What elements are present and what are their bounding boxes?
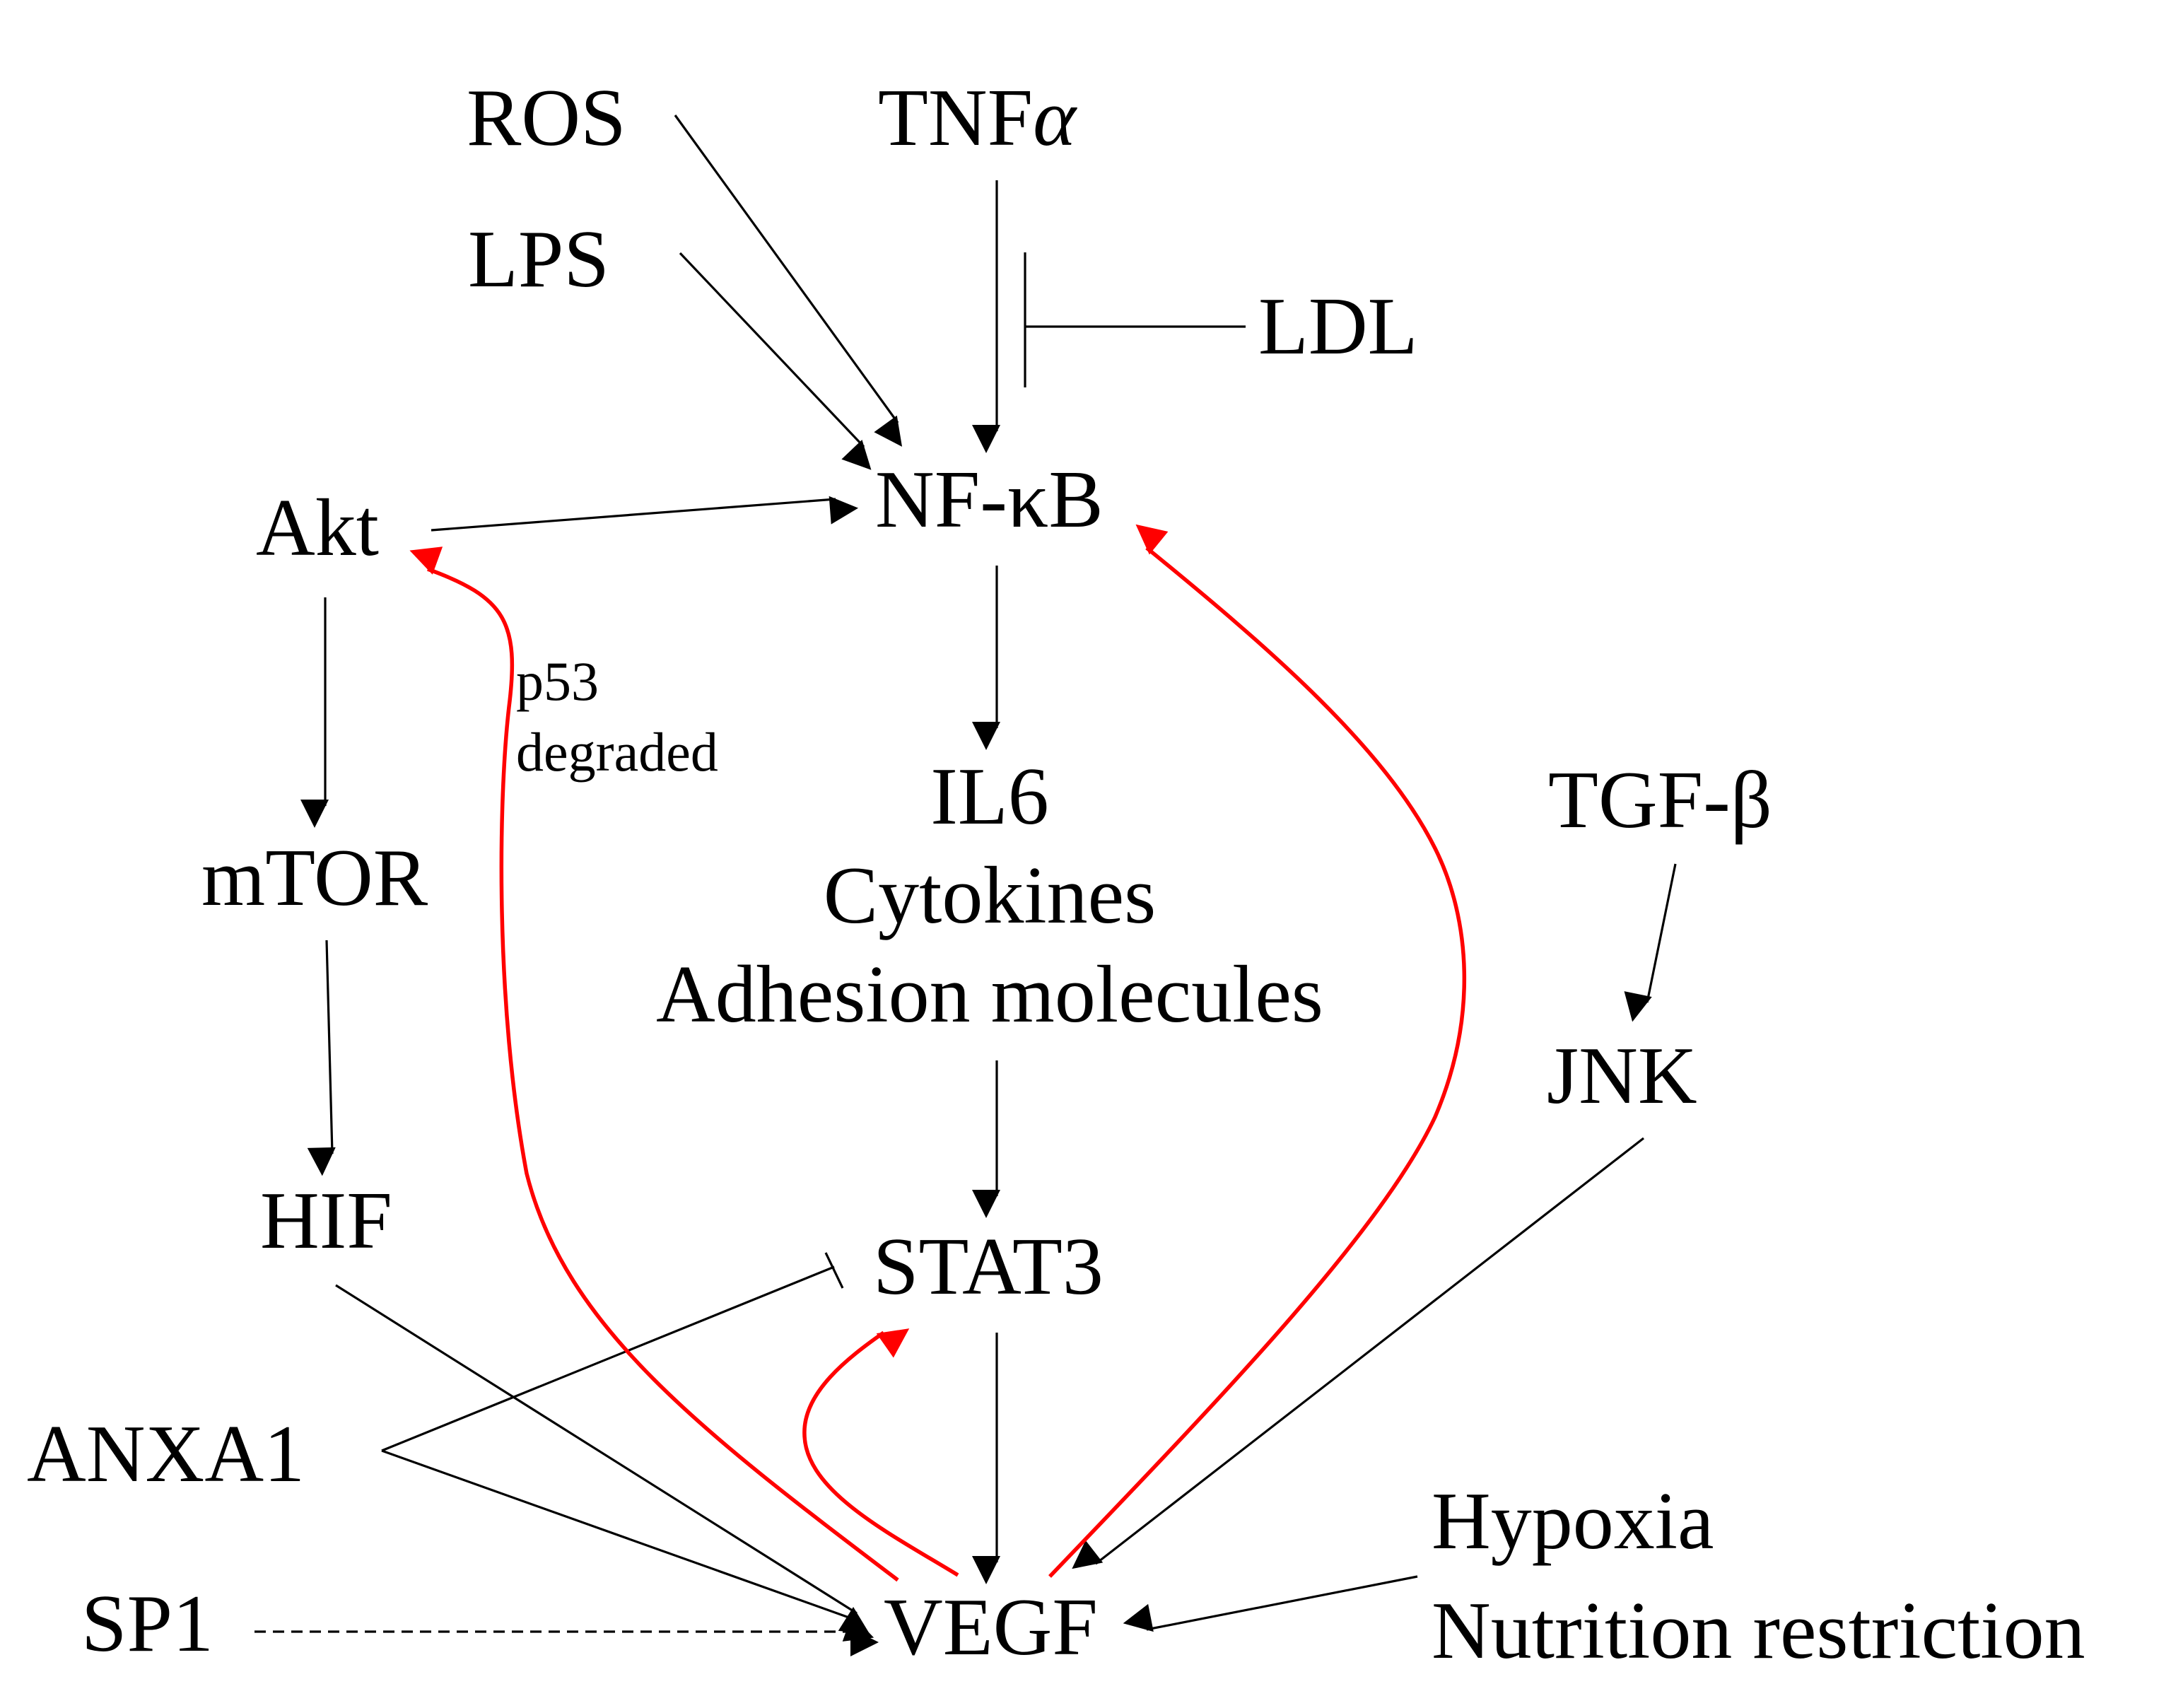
node-cytokines: Cytokines <box>824 850 1156 941</box>
node-sp1: SP1 <box>81 1579 213 1669</box>
node-ldl: LDL <box>1258 281 1418 372</box>
node-tgfb: TGF-β <box>1548 755 1772 846</box>
node-tnfa-greek: α <box>1033 73 1077 163</box>
node-vegf: VEGF <box>884 1582 1098 1673</box>
node-nutrition-restriction: Nutrition restriction <box>1432 1586 2085 1676</box>
edge-hif-vegf <box>335 1284 870 1634</box>
node-nfkb: NF-κB <box>875 455 1104 545</box>
edge-tgfb-jnk <box>1624 863 1677 1022</box>
node-mtor: mTOR <box>201 833 428 923</box>
edge-anxa1-stat3 <box>381 1265 835 1452</box>
node-tnfa: TNFα <box>878 73 1077 163</box>
edge-anxa1-stat3-bar <box>824 1252 844 1289</box>
node-ros: ROS <box>467 73 626 163</box>
node-hif: HIF <box>260 1176 392 1266</box>
edge-anxa1-vegf <box>381 1449 874 1642</box>
node-akt: Akt <box>256 483 379 573</box>
node-il6: IL6 <box>930 751 1049 842</box>
node-anxa1: ANXA1 <box>27 1409 305 1499</box>
node-jnk: JNK <box>1547 1031 1697 1121</box>
edge-vegf-stat3-feedback <box>802 1328 959 1577</box>
edge-vegf-nfkb-feedback <box>1048 524 1467 1578</box>
node-lps: LPS <box>468 214 609 305</box>
node-adhesion-molecules: Adhesion molecules <box>656 949 1323 1040</box>
node-tnfa-prefix: TNF <box>878 73 1033 163</box>
node-hypoxia: Hypoxia <box>1432 1476 1714 1567</box>
edge-hypoxia-vegf <box>1123 1575 1418 1632</box>
node-stat3: STAT3 <box>873 1222 1104 1312</box>
edge-lps-nfkb <box>679 252 872 470</box>
edge-akt-nfkb <box>431 496 859 532</box>
annotation-degraded: degraded <box>516 721 718 783</box>
edge-jnk-vegf <box>1072 1137 1644 1569</box>
edge-ros-nfkb <box>674 115 903 447</box>
edge-mtor-hif <box>307 940 336 1176</box>
annotation-p53: p53 <box>516 650 599 712</box>
edge-vegf-akt-feedback <box>409 546 899 1582</box>
